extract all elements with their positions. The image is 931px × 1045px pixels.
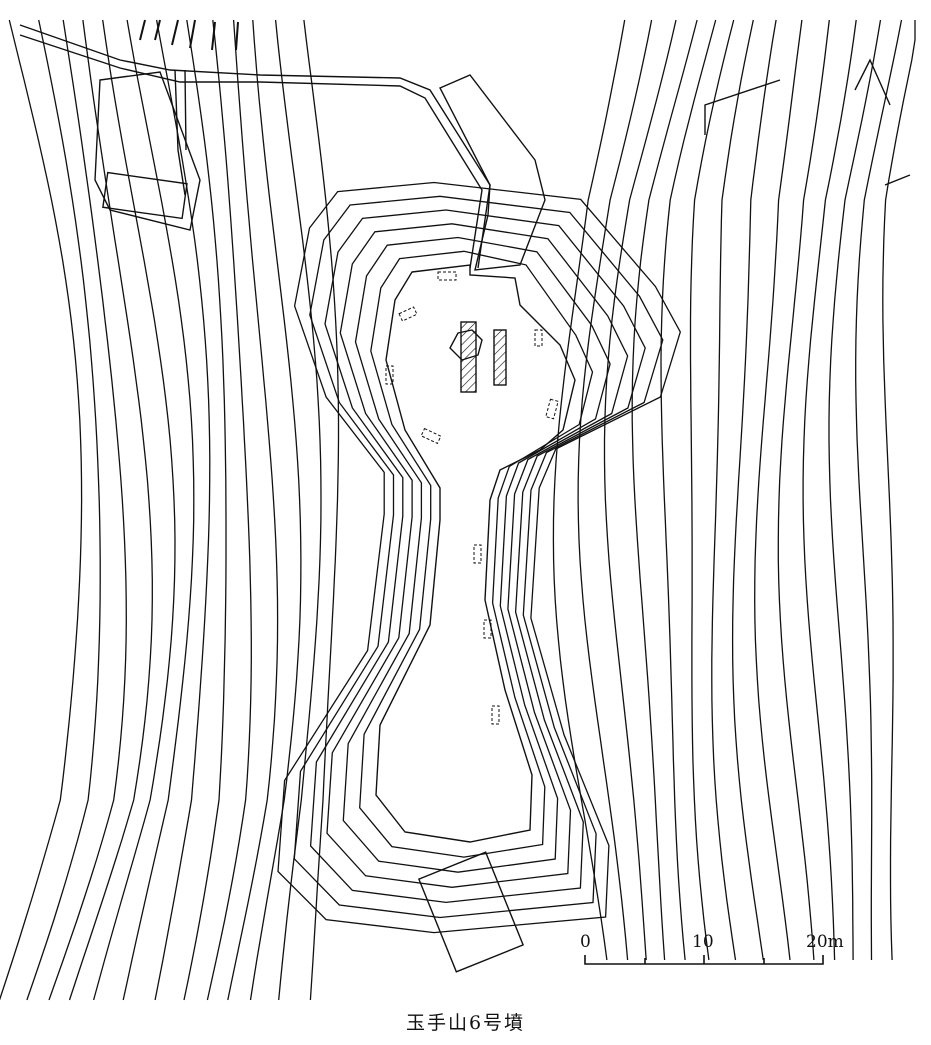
contour-line [154,19,211,1001]
contour-line [552,19,626,961]
enclosure [94,71,201,231]
fence-east [704,58,911,186]
contour-line [249,19,302,1001]
contour-line [48,19,127,1001]
contour-lines [0,19,916,1001]
contour-line [711,19,754,961]
contour-line [689,19,735,961]
building-south [417,851,525,973]
tomb-features [19,19,911,973]
contour-line [342,236,611,873]
contour-line [274,19,322,1001]
contour-line [802,19,857,961]
scale-label-0: 0 [580,932,591,952]
scale-label-10: 10 [692,932,714,952]
contour-line [277,181,682,934]
contour-line [631,19,698,961]
building-north [102,171,188,220]
contour-line [309,209,646,904]
contour-line [828,19,882,961]
contour-line [303,19,340,1001]
contour-line [603,19,677,961]
contour-line [855,19,903,961]
map-caption: 玉手山6号墳 [405,1012,526,1034]
burial-pit-1 [460,321,477,393]
path-north [19,24,491,269]
path-spur [174,69,187,196]
mound-top-outline [375,264,576,843]
contour-line [577,19,653,961]
contour-line [122,19,195,1001]
contour-line [731,19,777,961]
burial-pit-2 [493,329,507,386]
contour-line [326,223,629,888]
stairway [439,74,546,271]
contour-line [754,19,803,961]
scale-bar [584,955,824,965]
contour-line [660,19,717,961]
contour-line [293,195,664,919]
contour-line [26,19,101,1001]
contour-line [227,19,279,1001]
contour-line [882,20,916,961]
contour-line [0,19,83,1001]
scale-label-20m: 20m [806,932,844,952]
contour-line [183,19,227,1001]
contour-line [206,19,252,1001]
contour-line [92,19,176,1001]
contour-line [777,19,830,961]
octagon-feature [449,329,483,361]
